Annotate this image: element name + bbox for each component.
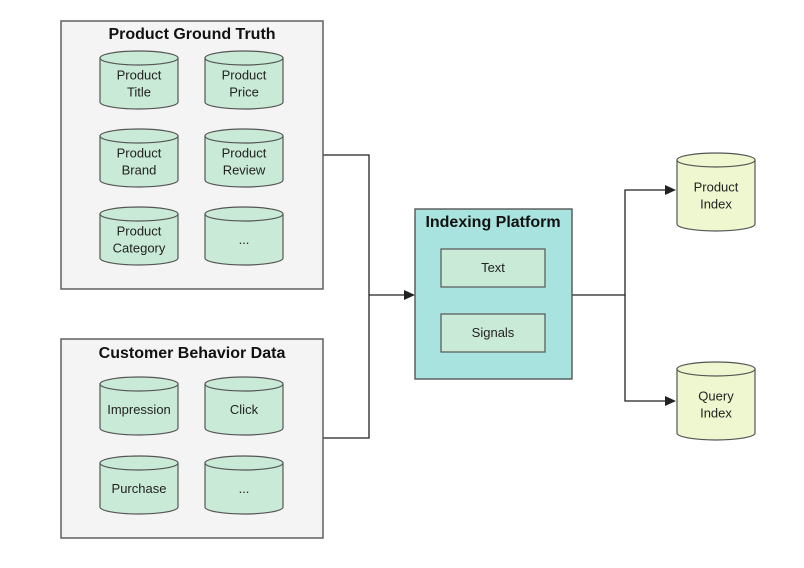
product-store-body bbox=[99, 213, 179, 266]
product-store-label-line: Price bbox=[229, 85, 259, 100]
product-store-label-line: Product bbox=[222, 146, 267, 161]
product-store-label-line: Review bbox=[223, 163, 266, 178]
product-store-body bbox=[99, 135, 179, 188]
behavior-store: Click bbox=[204, 376, 284, 436]
behavior-store-top bbox=[99, 376, 179, 392]
behavior-store-label-line: Click bbox=[230, 402, 259, 417]
product-store-label-line: Product bbox=[117, 68, 162, 83]
platform-box bbox=[414, 208, 573, 380]
product-store-top bbox=[204, 128, 284, 144]
connector-platform-out bbox=[572, 189, 666, 296]
product-group-title: Product Ground Truth bbox=[108, 26, 275, 43]
behavior-group-title: Customer Behavior Data bbox=[99, 345, 286, 362]
output-index-top bbox=[676, 152, 756, 168]
arrowhead-product-index bbox=[665, 185, 676, 195]
behavior-store: Impression bbox=[99, 376, 179, 436]
product-store-label-line: Category bbox=[113, 241, 166, 256]
platform-component: Signals bbox=[440, 313, 546, 353]
behavior-store-top bbox=[99, 455, 179, 471]
product-store-body bbox=[204, 135, 284, 188]
connector-behavior-group bbox=[323, 295, 370, 439]
connector-query-index bbox=[624, 295, 666, 402]
product-store-top bbox=[204, 50, 284, 66]
behavior-stores: Impression ClickPurchase... bbox=[99, 376, 284, 515]
output-index-label-line: Index bbox=[700, 406, 732, 421]
output-index-label-line: Query bbox=[698, 389, 734, 404]
behavior-store: ... bbox=[204, 455, 284, 515]
behavior-store-body bbox=[99, 383, 179, 436]
platform-component-box bbox=[440, 313, 546, 353]
platform-title: Indexing Platform bbox=[425, 214, 560, 231]
output-index-label-line: Product bbox=[694, 180, 739, 195]
product-store: ... bbox=[204, 206, 284, 266]
connector-product-group bbox=[323, 154, 370, 295]
behavior-store-top bbox=[204, 376, 284, 392]
product-store-body bbox=[204, 57, 284, 110]
product-store-label-line: Product bbox=[222, 68, 267, 83]
platform-component-box bbox=[440, 248, 546, 288]
behavior-store-label-line: Impression bbox=[107, 402, 171, 417]
product-store-body bbox=[204, 213, 284, 266]
product-store-top bbox=[204, 206, 284, 222]
customer-behavior-group: Customer Behavior Data Impression ClickPu… bbox=[60, 338, 324, 539]
product-store-top bbox=[99, 206, 179, 222]
platform-component-label: Text bbox=[481, 260, 505, 275]
arrowhead-platform bbox=[404, 290, 415, 300]
output-index-body bbox=[676, 159, 756, 232]
product-store-body bbox=[99, 57, 179, 110]
output-index-label-line: Index bbox=[700, 197, 732, 212]
platform-component-label: Signals bbox=[472, 325, 515, 340]
product-store-label-line: Product bbox=[117, 224, 162, 239]
behavior-store-top bbox=[204, 455, 284, 471]
product-store-top bbox=[99, 128, 179, 144]
product-store-label-line: ... bbox=[239, 232, 250, 247]
arrowhead-query-index bbox=[665, 396, 676, 406]
product-store-label-line: Brand bbox=[122, 163, 157, 178]
product-stores: ProductTitleProductPriceProductBrandProd… bbox=[99, 50, 284, 266]
behavior-store-body bbox=[99, 462, 179, 515]
product-ground-truth-group: Product Ground Truth ProductTitleProduct… bbox=[60, 20, 324, 290]
output-index-top bbox=[676, 361, 756, 377]
behavior-store-label-line: ... bbox=[239, 481, 250, 496]
platform-component: Text bbox=[440, 248, 546, 288]
behavior-store-label-line: Purchase bbox=[112, 481, 167, 496]
behavior-store-body bbox=[204, 462, 284, 515]
product-store-label-line: Product bbox=[117, 146, 162, 161]
product-store-top bbox=[99, 50, 179, 66]
connectors bbox=[323, 154, 676, 439]
behavior-store-body bbox=[204, 383, 284, 436]
behavior-store: Purchase bbox=[99, 455, 179, 515]
product-store-label-line: Title bbox=[127, 85, 151, 100]
output-index-body bbox=[676, 368, 756, 441]
